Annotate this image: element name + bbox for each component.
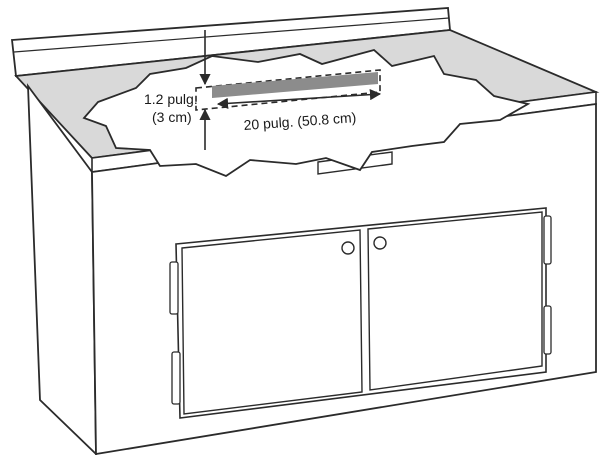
width-label: 20 pulg. (50.8 cm) — [243, 109, 357, 133]
hinge-icon — [543, 215, 552, 265]
width-dimension — [216, 89, 382, 109]
height-label-line2: (3 cm) — [152, 109, 192, 125]
cabinet-doors — [169, 207, 552, 419]
left-door — [181, 229, 363, 415]
hinge-icon — [171, 351, 181, 405]
left-door-knob-icon — [341, 241, 355, 255]
hinge-icon — [169, 261, 179, 315]
cutout-callout — [82, 49, 531, 178]
hinge-icon — [543, 305, 552, 355]
height-label-line1: 1.2 pulg. — [144, 91, 198, 107]
right-door — [367, 211, 543, 391]
right-door-knob-icon — [373, 236, 387, 250]
arrow-icon — [216, 89, 382, 109]
